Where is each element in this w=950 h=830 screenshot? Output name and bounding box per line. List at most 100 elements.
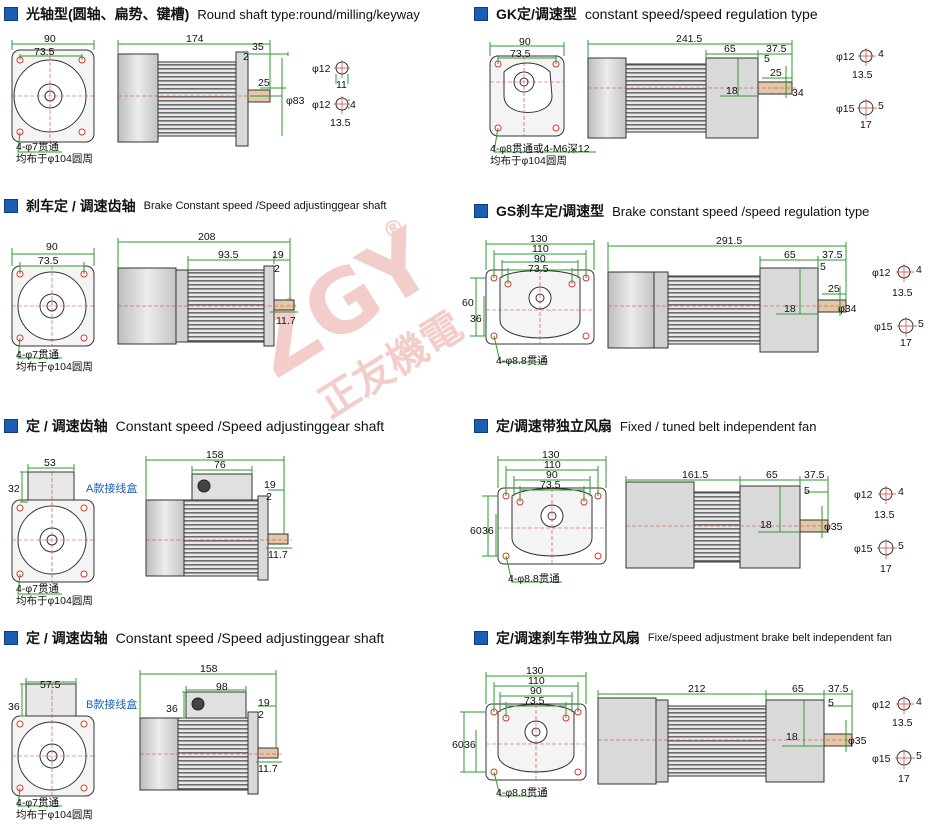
side-length: 174: [186, 33, 204, 45]
side-gear-len: 65: [792, 683, 804, 695]
bullet-square-icon: [4, 631, 18, 645]
pcd-note: 均布于φ104圆周: [490, 155, 567, 167]
front-dim-top: 90: [46, 241, 58, 253]
section-title-en: Constant speed /Speed adjustinggear shaf…: [115, 630, 385, 646]
section-header-6: 定/调速带独立风扇 Fixed / tuned belt independent…: [474, 416, 816, 436]
side-view-2: 241.5 65 37.5 5 25 18 34: [587, 33, 804, 139]
hole-note: 4-φ7贯通: [16, 349, 59, 361]
shaft-key: 4: [350, 99, 356, 111]
bullet-square-icon: [4, 7, 18, 21]
box-width: 53: [44, 457, 56, 469]
section-title-en: Fixed / tuned belt independent fan: [619, 418, 817, 434]
side-length: 212: [688, 683, 706, 695]
side-shaft-len: 35: [252, 41, 264, 53]
box-height: 32: [8, 483, 20, 495]
shaft-dia: φ15: [854, 543, 873, 555]
side-gear-len: 65: [724, 43, 736, 55]
section-header-3: 刹车定 / 调速齿轴 Brake Constant speed /Speed a…: [4, 196, 386, 216]
side-shoulder: 2: [243, 51, 249, 63]
section-title-en: Constant speed /Speed adjustinggear shaf…: [115, 418, 385, 434]
front-view-2: 90 73.5 4-φ8贯通或4-M6深12 均布于φ104圆周: [489, 36, 596, 167]
shaft-depth: 17: [880, 563, 892, 575]
hole-note: 4-φ8.8贯通: [496, 355, 548, 367]
shaft-dia: φ15: [836, 103, 855, 115]
side-view-6: 161.5 65 37.5 5 18 φ35: [625, 469, 843, 569]
shaft-depth: 13.5: [874, 509, 895, 521]
section-header-7: 定 / 调速齿轴 Constant speed /Speed adjusting…: [4, 628, 384, 648]
shaft-key: 5: [916, 750, 922, 762]
pcd-note: 均布于φ104圆周: [16, 153, 93, 165]
bullet-square-icon: [474, 631, 488, 645]
section-title-en: Fixe/speed adjustment brake belt indepen…: [647, 632, 892, 644]
section-title-en: constant speed/speed regulation type: [584, 6, 818, 22]
side-shoulder: 5: [820, 261, 826, 273]
bullet-square-icon: [474, 204, 488, 218]
front-h2: 36: [482, 525, 494, 537]
shaft-key: 4: [878, 48, 884, 60]
hole-note: 4-φ8.8贯通: [496, 787, 548, 799]
side-gear-dia: 11.7: [258, 763, 278, 775]
section-title-en: Round shaft type:round/milling/keyway: [197, 6, 420, 22]
front-dim-top: 90: [519, 36, 531, 48]
side-shoulder: 2: [274, 263, 280, 275]
section-title-en: Brake Constant speed /Speed adjustinggea…: [143, 200, 387, 212]
shaft-depth: 13.5: [330, 117, 351, 129]
side-offset: 18: [786, 731, 798, 743]
side-shoulder: 2: [266, 491, 272, 503]
shaft-key: 5: [918, 318, 924, 330]
front-d1: 130: [526, 665, 544, 677]
side-length: 208: [198, 231, 216, 243]
section-title-zh: GK定/调速型: [496, 6, 577, 22]
side-view-3: 208 93.5 19 2 11.7: [117, 231, 298, 347]
shaft-key: 4: [916, 264, 922, 276]
front-h1: 60: [452, 739, 464, 751]
shaft-dia: φ12: [854, 489, 873, 501]
side-key-len: 25: [258, 77, 270, 89]
shaft-key: 4: [898, 486, 904, 498]
front-d4: 73.5: [540, 479, 561, 491]
shaft-width: 11: [336, 79, 347, 91]
section-title-zh: 定 / 调速齿轴: [26, 630, 108, 646]
front-dim-inner: 73.5: [510, 48, 531, 60]
shaft-dia: φ12: [872, 699, 891, 711]
terminal-box-label: A款接线盒: [86, 481, 137, 495]
side-shaft-len: 37.5: [766, 43, 787, 55]
shaft-depth: 17: [898, 773, 910, 785]
side-gear-len: 65: [766, 469, 778, 481]
side-length: 158: [200, 663, 218, 675]
bullet-square-icon: [4, 199, 18, 213]
side-shaft-dia: φ35: [848, 735, 867, 747]
section-title-en: Brake constant speed /speed regulation t…: [612, 203, 870, 219]
side-offset: 18: [760, 519, 772, 531]
side-offset: 18: [784, 303, 796, 315]
shaft-detail-1: φ12 11 φ12 4 13.5: [312, 60, 356, 129]
shaft-depth: 17: [900, 337, 912, 349]
shaft-depth: 17: [860, 119, 872, 131]
front-view-5: 53 32 A款接线盒 4-φ7贯通 均布于φ104圆周: [8, 457, 137, 607]
side-shoulder: 2: [258, 709, 264, 721]
shaft-detail-4: φ12 4 13.5 φ15 5 17: [872, 264, 924, 349]
side-body-len: 93.5: [218, 249, 239, 261]
shaft-detail-8: φ12 4 13.5 φ15 5 17: [872, 696, 922, 785]
front-h2: 36: [464, 739, 476, 751]
side-length: 241.5: [676, 33, 702, 45]
side-shaft-len: 19: [258, 697, 270, 709]
box-height: 36: [8, 701, 20, 713]
front-h1: 60: [462, 297, 474, 309]
side-shaft-len: 19: [264, 479, 276, 491]
side-view-1: 174 35 2 25 φ83: [117, 33, 305, 147]
front-h2: 36: [470, 313, 482, 325]
front-d4: 73.5: [524, 695, 545, 707]
section-header-8: 定/调速刹车带独立风扇 Fixe/speed adjustment brake …: [474, 628, 892, 648]
section-title-zh: 定/调速带独立风扇: [496, 418, 612, 434]
bullet-square-icon: [4, 419, 18, 433]
section-header-5: 定 / 调速齿轴 Constant speed /Speed adjusting…: [4, 416, 384, 436]
front-view-7: 57.5 36 B款接线盒 4-φ7贯通 均布于φ104圆周: [8, 678, 137, 821]
front-d3: 90: [530, 685, 542, 697]
side-view-7: 158 98 36 19 2 11.7: [139, 663, 282, 795]
shaft-depth: 13.5: [892, 287, 913, 299]
section-title-zh: 刹车定 / 调速齿轴: [26, 198, 136, 214]
side-shoulder: 5: [764, 53, 770, 65]
